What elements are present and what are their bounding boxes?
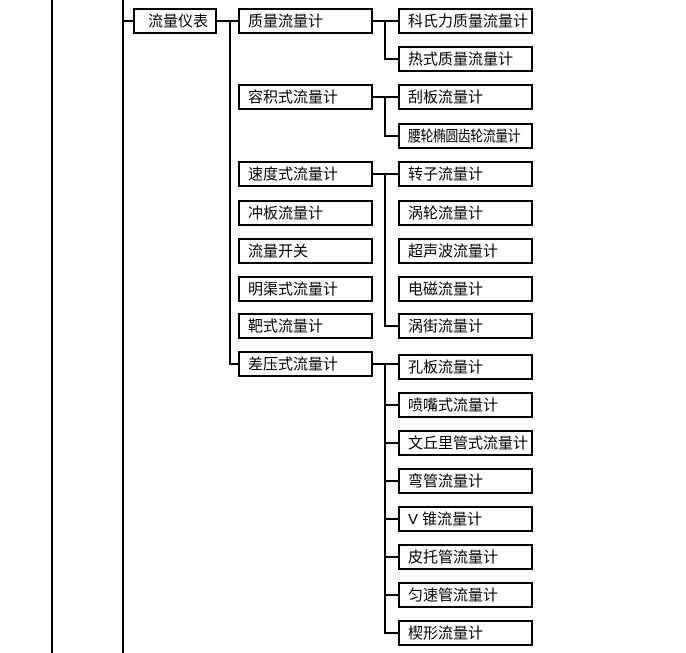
node-positive-displacement-flowmeter: 容积式流量计 <box>238 84 373 110</box>
node-rotameter: 转子流量计 <box>398 161 533 187</box>
node-orifice-plate-flowmeter: 孔板流量计 <box>398 354 533 380</box>
node-coriolis-mass-flowmeter-label: 科氏力质量流量计 <box>408 12 529 30</box>
connector-dp-tick-nozzle <box>384 404 398 406</box>
node-differential-pressure-flowmeter-label: 差压式流量计 <box>248 355 339 373</box>
connector-mass-trunk <box>384 20 386 60</box>
node-averaging-tube-flowmeter-label: 匀速管流量计 <box>408 586 499 604</box>
node-target-flowmeter-label: 靶式流量计 <box>248 317 324 335</box>
node-orifice-plate-flowmeter-label: 孔板流量计 <box>408 358 484 376</box>
connector-main-trunk <box>229 20 231 365</box>
connector-dp-tick-venturi <box>384 442 398 444</box>
node-v-cone-flowmeter-label: V 锥流量计 <box>408 510 483 528</box>
connector-mass-elbow <box>384 58 398 60</box>
node-vortex-flowmeter-label: 涡街流量计 <box>408 317 484 335</box>
node-mass-flowmeter: 质量流量计 <box>238 8 373 34</box>
node-ultrasonic-flowmeter-label: 超声波流量计 <box>408 242 499 260</box>
connector-pd-trunk <box>384 96 386 137</box>
node-pitot-tube-flowmeter: 皮托管流量计 <box>398 544 533 570</box>
node-positive-displacement-flowmeter-label: 容积式流量计 <box>248 88 339 106</box>
node-electromagnetic-flowmeter: 电磁流量计 <box>398 276 533 302</box>
node-venturi-tube-flowmeter: 文丘里管式流量计 <box>398 430 533 456</box>
node-pitot-tube-flowmeter-label: 皮托管流量计 <box>408 548 499 566</box>
node-open-channel-flowmeter: 明渠式流量计 <box>238 276 373 302</box>
connector-velocity-elbow <box>384 325 398 327</box>
node-velocity-flowmeter: 速度式流量计 <box>238 161 373 187</box>
node-wedge-flowmeter: 楔形流量计 <box>398 620 533 646</box>
node-impact-plate-flowmeter: 冲板流量计 <box>238 200 373 226</box>
connector-root-left <box>124 20 133 22</box>
node-target-flowmeter: 靶式流量计 <box>238 313 373 339</box>
node-scraper-flowmeter: 刮板流量计 <box>398 84 533 110</box>
node-elbow-flowmeter: 弯管流量计 <box>398 468 533 494</box>
node-flow-switch: 流量开关 <box>238 238 373 264</box>
node-vortex-flowmeter: 涡街流量计 <box>398 313 533 339</box>
node-oval-gear-flowmeter: 腰轮椭圆齿轮流量计 <box>398 123 533 149</box>
node-flow-switch-label: 流量开关 <box>248 242 309 260</box>
node-flow-instruments-label: 流量仪表 <box>148 12 209 30</box>
node-averaging-tube-flowmeter: 匀速管流量计 <box>398 582 533 608</box>
node-open-channel-flowmeter-label: 明渠式流量计 <box>248 280 339 298</box>
node-impact-plate-flowmeter-label: 冲板流量计 <box>248 204 324 222</box>
node-nozzle-flowmeter-label: 喷嘴式流量计 <box>408 396 499 414</box>
node-turbine-flowmeter-label: 涡轮流量计 <box>408 204 484 222</box>
node-electromagnetic-flowmeter-label: 电磁流量计 <box>408 280 484 298</box>
connector-dp-tick-averaging <box>384 594 398 596</box>
node-scraper-flowmeter-label: 刮板流量计 <box>408 88 484 106</box>
node-v-cone-flowmeter: V 锥流量计 <box>398 506 533 532</box>
node-flow-instruments: 流量仪表 <box>133 8 217 34</box>
connector-dp-trunk <box>384 363 386 634</box>
node-elbow-flowmeter-label: 弯管流量计 <box>408 472 484 490</box>
node-rotameter-label: 转子流量计 <box>408 165 484 183</box>
node-ultrasonic-flowmeter: 超声波流量计 <box>398 238 533 264</box>
node-nozzle-flowmeter: 喷嘴式流量计 <box>398 392 533 418</box>
node-wedge-flowmeter-label: 楔形流量计 <box>408 624 484 642</box>
connector-root-right <box>217 20 238 22</box>
connector-dp-tick-pitot <box>384 556 398 558</box>
connector-dp-tick-vcone <box>384 518 398 520</box>
left-guide-line-inner <box>122 0 124 653</box>
node-thermal-mass-flowmeter-label: 热式质量流量计 <box>408 50 514 68</box>
node-turbine-flowmeter: 涡轮流量计 <box>398 200 533 226</box>
connector-main-trunk-elbow <box>229 363 238 365</box>
connector-velocity-trunk <box>384 173 386 327</box>
left-guide-line-outer <box>51 0 53 653</box>
node-oval-gear-flowmeter-label: 腰轮椭圆齿轮流量计 <box>408 127 521 145</box>
node-mass-flowmeter-label: 质量流量计 <box>248 12 324 30</box>
node-velocity-flowmeter-label: 速度式流量计 <box>248 165 339 183</box>
node-coriolis-mass-flowmeter: 科氏力质量流量计 <box>398 8 533 34</box>
node-differential-pressure-flowmeter: 差压式流量计 <box>238 351 373 377</box>
node-thermal-mass-flowmeter: 热式质量流量计 <box>398 46 533 72</box>
connector-dp-elbow <box>384 632 398 634</box>
connector-dp-tick-elbow-meter <box>384 480 398 482</box>
connector-pd-elbow <box>384 135 398 137</box>
node-venturi-tube-flowmeter-label: 文丘里管式流量计 <box>408 434 529 452</box>
